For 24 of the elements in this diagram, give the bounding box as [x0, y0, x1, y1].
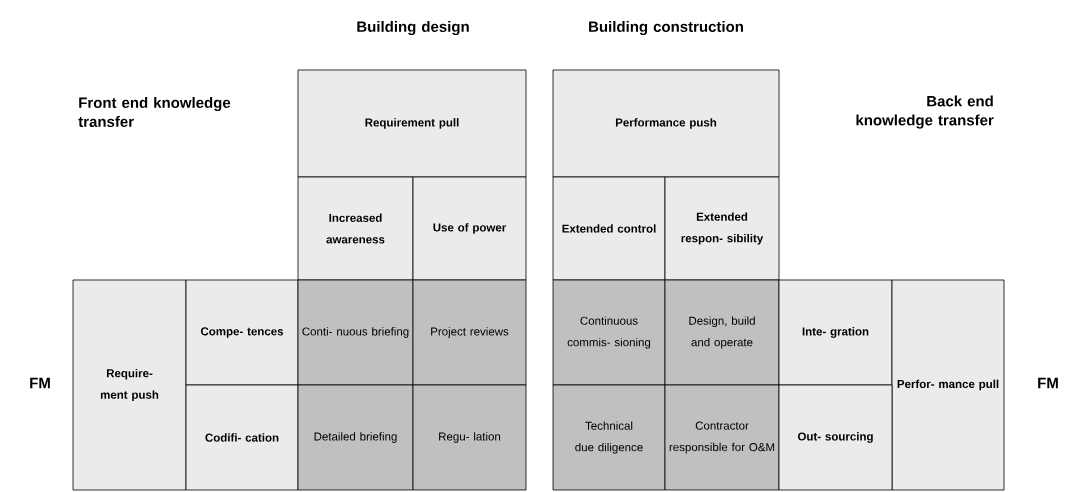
table-cell: Project reviews [412, 279, 527, 386]
table-cell: Contractor responsible for O&M [664, 384, 780, 491]
table-cell: Inte- gration [778, 279, 893, 386]
heading: Front end knowledge transfer [78, 97, 231, 127]
table-cell: Conti- nuous briefing [297, 279, 414, 386]
table-cell: Use of power [412, 176, 527, 281]
table-cell: Detailed briefing [297, 384, 414, 491]
heading: FM [1038, 377, 1058, 389]
heading: FM [30, 377, 50, 389]
table-cell: Increased awareness [297, 176, 414, 281]
heading: Back end knowledge transfer [856, 95, 994, 129]
heading: Building design [357, 20, 469, 36]
table-cell: Continuous commis- sioning [552, 279, 666, 386]
table-cell: Design, build and operate [664, 279, 780, 386]
table-cell: Extended respon- sibility [664, 176, 780, 281]
table-cell: Require- ment push [72, 279, 187, 491]
table-cell: Out- sourcing [778, 384, 893, 491]
table-cell: Regu- lation [412, 384, 527, 491]
table-cell: Extended control [552, 176, 666, 281]
heading: Building construction [589, 20, 743, 36]
table-cell: Technical due diligence [552, 384, 666, 491]
table-cell: Compe- tences [185, 279, 299, 386]
table-cell: Perfor- mance pull [891, 279, 1005, 491]
table-cell: Codifi- cation [185, 384, 299, 491]
